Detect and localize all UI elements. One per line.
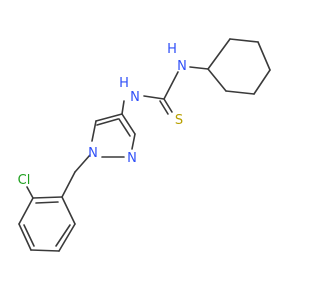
thiourea-group [143, 71, 179, 115]
molecule-diagram: H N H N S N N Cl [18, 38, 271, 252]
bond-nh-pyrazole [121, 100, 125, 115]
bond-n-methylene [74, 154, 91, 173]
cyclohexyl-ring [207, 38, 271, 95]
pyrazole-ring [91, 113, 136, 158]
bond-nh-cyclohexyl [189, 66, 209, 70]
atom-n-ring-2: N [127, 151, 137, 166]
atom-s: S [175, 113, 183, 128]
atom-n-lower: N [130, 90, 140, 105]
chlorobenzene-ring [18, 196, 76, 252]
atom-n-upper: N [177, 59, 187, 74]
atom-h-lower: H [119, 76, 129, 91]
atom-h-upper: H [167, 42, 177, 57]
atom-cl: Cl [18, 173, 31, 188]
bond-methylene-benzene [61, 171, 76, 198]
atom-n-ring-1: N [88, 146, 98, 161]
bond-c-cl [26, 186, 34, 199]
